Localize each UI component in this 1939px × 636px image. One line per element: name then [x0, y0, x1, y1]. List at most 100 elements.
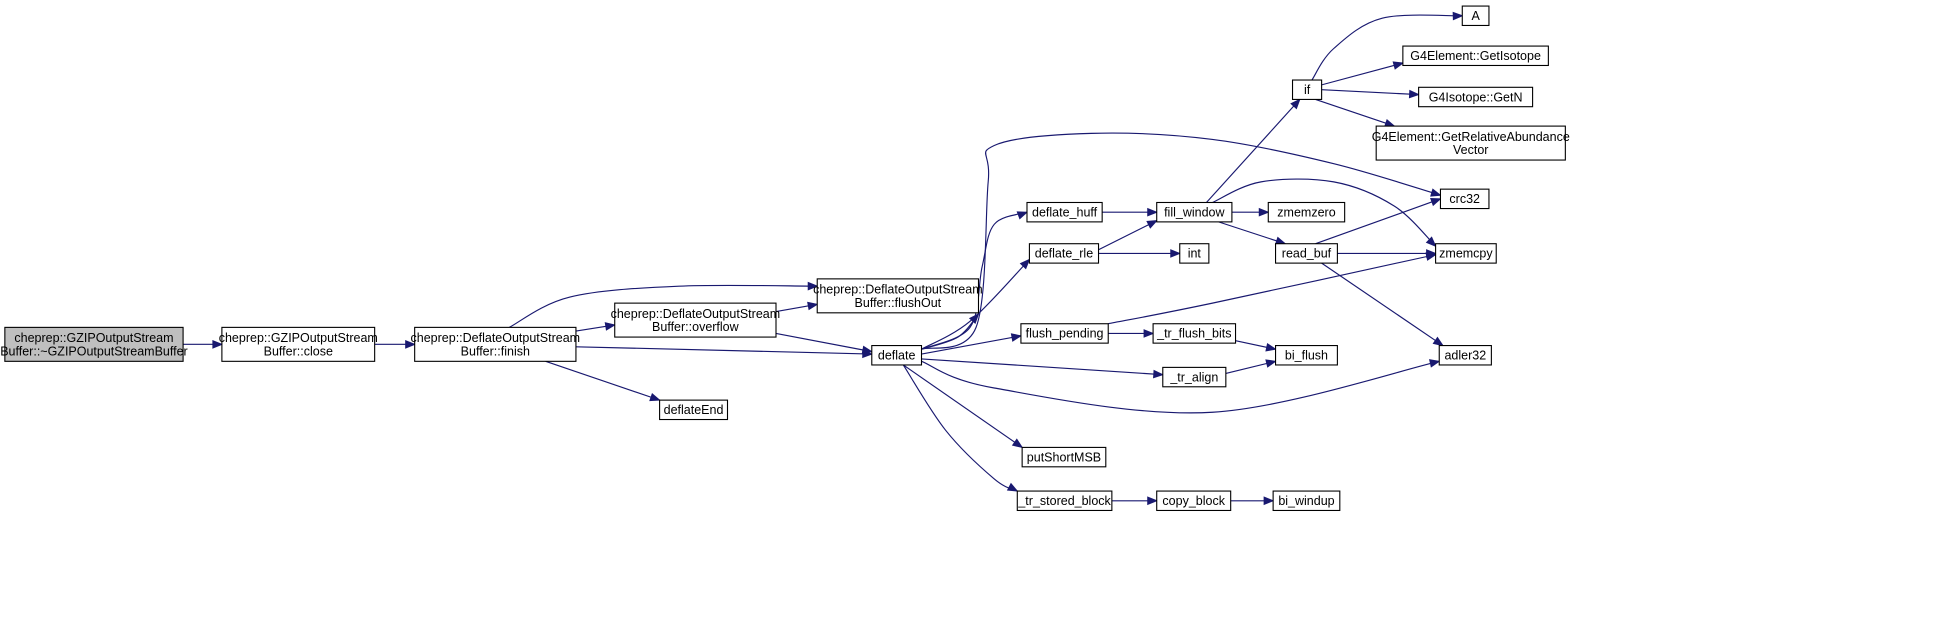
node-bi-windup[interactable]: bi_windup	[1272, 490, 1341, 512]
edge-deflate-to-putshortmsb	[902, 364, 1024, 449]
edge-line	[1315, 98, 1395, 127]
node-if[interactable]: if	[1291, 79, 1323, 100]
edge-finish-to-flushout	[508, 281, 819, 328]
node-label: Buffer::finish	[461, 344, 530, 358]
edge-copy_block-to-bi_windup	[1230, 496, 1275, 506]
node-deflate-rle[interactable]: deflate_rle	[1028, 243, 1100, 264]
node-int[interactable]: int	[1179, 243, 1210, 264]
node-label: zmemzero	[1277, 205, 1335, 219]
node-fill-window[interactable]: fill_window	[1156, 201, 1233, 223]
edge-line	[1098, 220, 1157, 251]
arrowhead-icon	[1010, 333, 1023, 342]
node-deflate-huff[interactable]: deflate_huff	[1026, 201, 1103, 223]
edge-deflate-to-deflate_rle	[921, 258, 1031, 350]
node-box	[1418, 86, 1534, 108]
node-flush-pending[interactable]: flush_pending	[1020, 323, 1109, 344]
node-box	[1152, 323, 1237, 344]
node-box	[1435, 243, 1497, 264]
arrowhead-icon	[1153, 369, 1165, 379]
node-a[interactable]: A	[1461, 5, 1490, 27]
node-label: crc32	[1449, 192, 1480, 206]
node-overflow[interactable]: cheprep::DeflateOutputStreamBuffer::over…	[611, 302, 781, 338]
edge-deflate-to-crc32	[921, 132, 1442, 350]
node-box	[1291, 79, 1323, 100]
node-adler32[interactable]: adler32	[1438, 345, 1492, 366]
node-zmemzero[interactable]: zmemzero	[1267, 201, 1346, 223]
arrowhead-icon	[1146, 220, 1158, 229]
node-close[interactable]: cheprep::GZIPOutputStreamBuffer::close	[219, 326, 378, 362]
arrowhead-icon	[1430, 188, 1442, 197]
node-label: zmemcpy	[1439, 247, 1493, 261]
node-label: copy_block	[1162, 494, 1225, 508]
node-putshortmsb[interactable]: putShortMSB	[1021, 446, 1107, 468]
node-box	[1402, 45, 1549, 67]
node-label: _tr_align	[1169, 370, 1218, 384]
node-tr-align[interactable]: _tr_align	[1162, 366, 1227, 388]
node-getisotope[interactable]: G4Element::GetIsotope	[1402, 45, 1549, 67]
node-label: G4Isotope::GetN	[1429, 90, 1523, 104]
node-flushout[interactable]: cheprep::DeflateOutputStreamBuffer::flus…	[813, 278, 983, 314]
node-root[interactable]: cheprep::GZIPOutputStreamBuffer::~GZIPOu…	[0, 326, 188, 362]
edge-deflate_rle-to-int	[1098, 249, 1182, 258]
arrowhead-icon	[807, 301, 819, 311]
edge-line	[1321, 62, 1404, 86]
node-copy-block[interactable]: copy_block	[1156, 490, 1232, 512]
arrowhead-icon	[1425, 236, 1437, 248]
node-tr-flush-bits[interactable]: _tr_flush_bits	[1152, 323, 1237, 344]
arrowhead-icon	[1143, 329, 1155, 338]
node-getn[interactable]: G4Isotope::GetN	[1418, 86, 1534, 108]
edges-layer	[183, 11, 1464, 506]
node-box	[1156, 201, 1233, 223]
node-deflate[interactable]: deflate	[871, 345, 923, 366]
node-label: deflateEnd	[664, 403, 724, 417]
node-box	[414, 326, 577, 362]
edge-line	[1315, 198, 1441, 245]
edge-tr_stored_block-to-copy_block	[1111, 496, 1159, 506]
edge-line	[1311, 14, 1463, 81]
node-box	[1375, 125, 1566, 161]
edge-if-to-getrelab	[1315, 98, 1396, 128]
edge-line	[921, 132, 1441, 350]
node-label: G4Element::GetRelativeAbundance	[1372, 130, 1570, 144]
edge-line	[1108, 254, 1436, 325]
node-label: cheprep::GZIPOutputStream	[219, 331, 378, 345]
node-tr-stored-block[interactable]: _tr_stored_block	[1016, 490, 1113, 512]
node-label: Buffer::~GZIPOutputStreamBuffer	[0, 344, 187, 358]
arrowhead-icon	[807, 281, 819, 291]
node-deflateend[interactable]: deflateEnd	[659, 399, 729, 421]
edge-finish-to-overflow	[575, 322, 617, 332]
node-box	[1275, 345, 1338, 366]
node-finish[interactable]: cheprep::DeflateOutputStreamBuffer::fini…	[411, 326, 581, 362]
node-box	[221, 326, 376, 362]
node-label: _tr_stored_block	[1017, 494, 1111, 508]
edge-finish-to-deflateend	[545, 360, 661, 402]
node-label: Buffer::close	[264, 344, 333, 358]
edge-read_buf-to-crc32	[1315, 197, 1442, 245]
edge-line	[902, 364, 1023, 448]
arrowhead-icon	[1258, 207, 1270, 217]
arrowhead-icon	[861, 345, 874, 355]
node-label: if	[1304, 83, 1311, 97]
node-crc32[interactable]: crc32	[1439, 188, 1490, 210]
node-zmemcpy[interactable]: zmemcpy	[1435, 243, 1497, 264]
arrowhead-icon	[1016, 211, 1029, 220]
edge-finish-to-deflate	[575, 346, 874, 359]
arrowhead-icon	[1265, 359, 1277, 368]
node-box	[1020, 323, 1109, 344]
node-label: _tr_flush_bits	[1156, 327, 1231, 341]
edge-fill_window-to-zmemzero	[1231, 207, 1270, 217]
edge-line	[902, 364, 1018, 492]
node-label: Buffer::flushOut	[855, 296, 942, 310]
edge-fill_window-to-read_buf	[1218, 221, 1287, 245]
arrowhead-icon	[1147, 496, 1159, 506]
node-label: Vector	[1453, 143, 1488, 157]
node-label: deflate_rle	[1035, 247, 1093, 261]
node-label: cheprep::DeflateOutputStream	[611, 307, 781, 321]
node-bi-flush[interactable]: bi_flush	[1275, 345, 1338, 366]
node-box	[1162, 366, 1227, 388]
node-read-buf[interactable]: read_buf	[1275, 243, 1338, 264]
node-label: deflate_huff	[1032, 205, 1098, 219]
node-label: int	[1188, 247, 1202, 261]
